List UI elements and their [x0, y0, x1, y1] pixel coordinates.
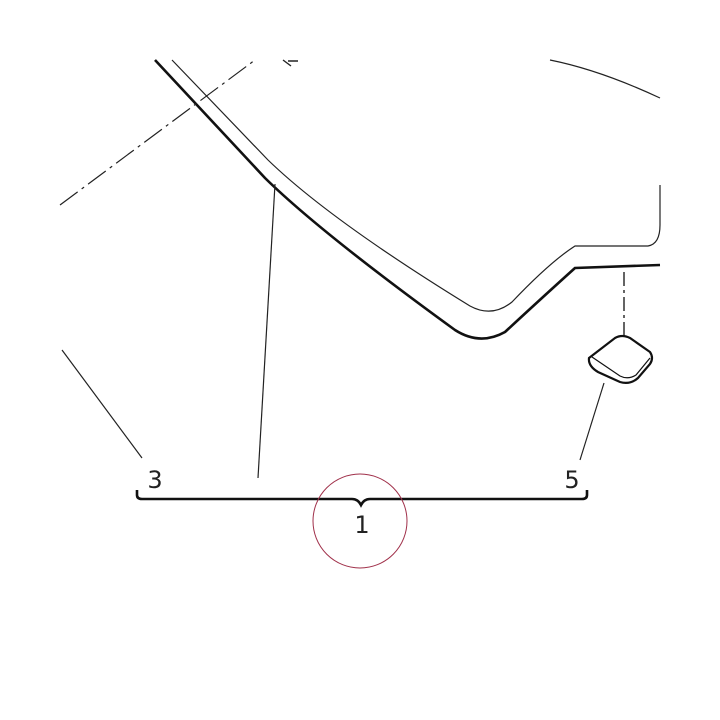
leader-line-3 — [61, 349, 143, 459]
cap-part — [587, 334, 654, 384]
group-bracket — [135, 490, 589, 508]
leader-line-5 — [579, 382, 605, 461]
leader-line-body — [257, 183, 276, 479]
callout-label-5: 5 — [564, 466, 579, 494]
upper-right-contour — [549, 59, 661, 99]
body-outline-heavy — [154, 59, 661, 340]
callout-label-3: 3 — [147, 466, 162, 494]
highlight-circle — [312, 473, 408, 569]
callout-label-1: 1 — [354, 511, 369, 539]
center-line-left — [59, 59, 256, 206]
top-dash-mark — [282, 59, 298, 67]
body-outline-outer — [171, 59, 661, 312]
